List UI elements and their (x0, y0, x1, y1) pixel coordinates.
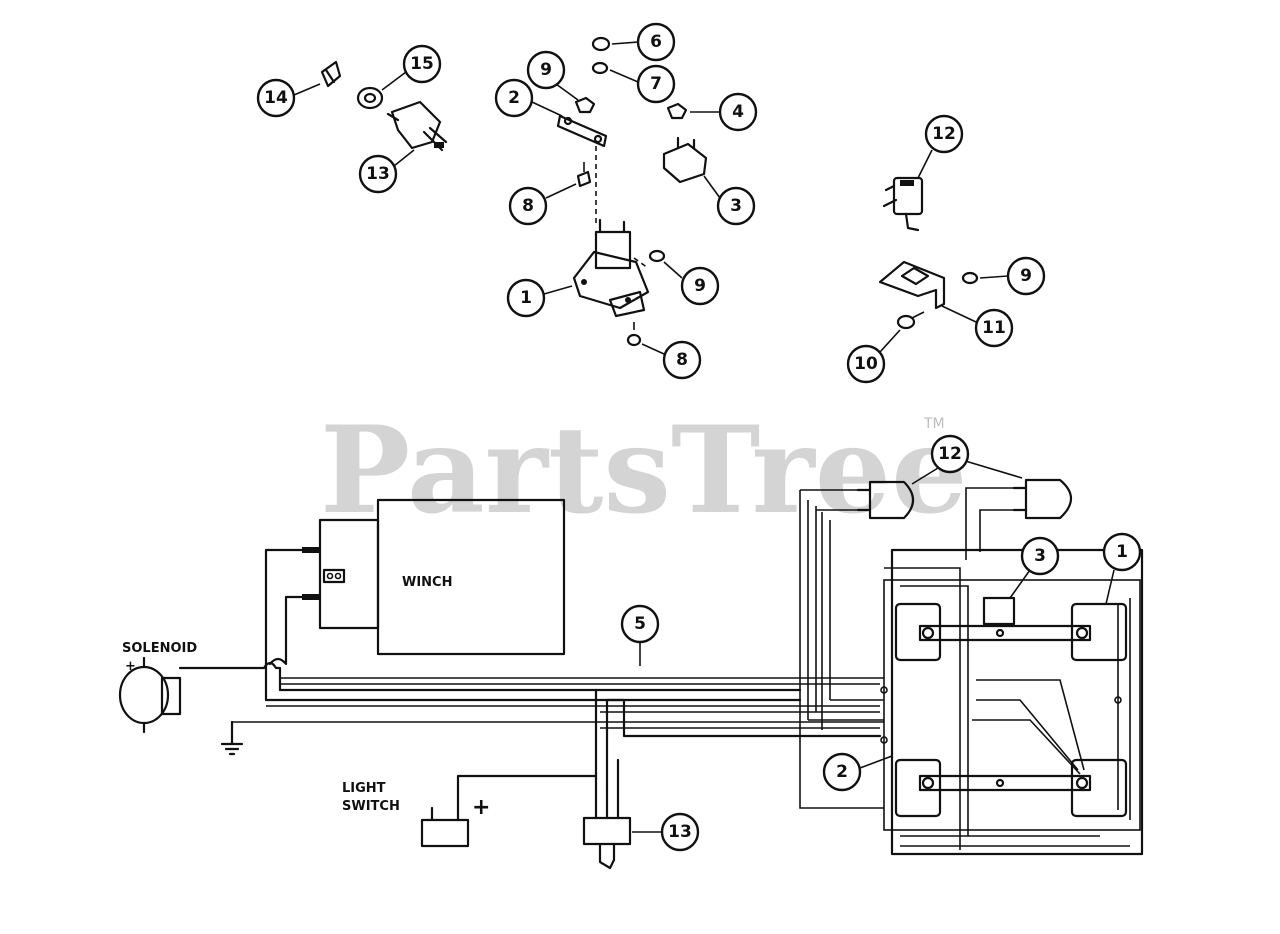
svg-text:5: 5 (634, 614, 646, 634)
wire-harness (178, 487, 1014, 810)
toggle-switch-13 (582, 782, 632, 870)
callout-3-bottom: 3 (1009, 536, 1060, 599)
svg-text:10: 10 (854, 354, 878, 374)
part-13-toggle-switch (386, 100, 448, 152)
winch-unit: WINCH (302, 498, 566, 656)
part-9-washer-mid (648, 249, 666, 263)
callout-13-top: 13 (358, 149, 415, 194)
part-2-link-plate (556, 114, 608, 148)
callout-3-top: 3 (703, 175, 756, 226)
solenoid-label: SOLENOID (122, 641, 197, 656)
svg-text:4: 4 (732, 102, 744, 122)
svg-text:14: 14 (264, 88, 288, 108)
callout-4: 4 (690, 92, 758, 132)
svg-text:2: 2 (836, 762, 848, 782)
svg-text:12: 12 (932, 124, 956, 144)
light-switch-label-line2: SWITCH (342, 799, 400, 814)
part-14-clip (320, 60, 342, 88)
svg-text:9: 9 (540, 60, 552, 80)
svg-text:8: 8 (676, 350, 688, 370)
control-panel (880, 548, 1144, 856)
callout-9-top: 9 (526, 50, 579, 101)
svg-text:12: 12 (938, 444, 962, 464)
part-1-solenoid (572, 218, 650, 318)
part-12-relay (882, 176, 924, 232)
callout-9-mid: 9 (663, 261, 720, 306)
winch-label: WINCH (402, 575, 452, 590)
part-8-screw-upper (576, 162, 592, 188)
callout-9-right: 9 (979, 256, 1046, 296)
svg-text:15: 15 (410, 54, 434, 74)
svg-text:9: 9 (1020, 266, 1032, 286)
svg-text:11: 11 (982, 318, 1006, 338)
svg-text:3: 3 (1034, 546, 1046, 566)
part-9-nut-top (574, 96, 596, 114)
part-15-ring (356, 86, 384, 110)
callout-8-top: 8 (508, 183, 577, 226)
callout-1-bottom: 1 (1102, 532, 1142, 605)
part-7-washer (591, 61, 609, 75)
svg-text:3: 3 (730, 196, 742, 216)
callout-12-bottom: 12 (911, 434, 1023, 485)
callout-2-bottom: 2 (822, 752, 893, 792)
callout-5: 5 (620, 604, 660, 666)
part-6-nut (591, 36, 611, 52)
svg-text:9: 9 (694, 276, 706, 296)
light-right (1012, 478, 1073, 520)
callout-11: 11 (941, 305, 1014, 348)
svg-text:7: 7 (650, 74, 662, 94)
callout-13-bottom: 13 (632, 812, 700, 852)
callout-8-bottom: 8 (641, 340, 702, 380)
callout-14: 14 (256, 78, 321, 118)
part-9-washer-right (961, 271, 979, 285)
callout-1-top: 1 (506, 278, 573, 318)
light-switch-plus: + (472, 795, 490, 820)
part-10-screw (896, 311, 925, 330)
callout-2-top: 2 (494, 78, 563, 118)
svg-text:8: 8 (522, 196, 534, 216)
callout-6: 6 (611, 22, 676, 62)
part-11-bracket (878, 260, 946, 310)
light-left (856, 480, 915, 520)
svg-text:1: 1 (1116, 542, 1128, 562)
callout-10: 10 (846, 329, 901, 384)
part-8-screw-lower (626, 322, 642, 347)
callout-15: 15 (381, 44, 442, 91)
solenoid-schematic: SOLENOID + (118, 641, 197, 734)
part-4-nut (666, 102, 688, 120)
svg-text:2: 2 (508, 88, 520, 108)
callout-12-top: 12 (917, 114, 964, 179)
svg-text:13: 13 (366, 164, 390, 184)
watermark-brand: PartsTree (320, 400, 967, 541)
watermark-trademark: TM (923, 416, 945, 432)
part-3-circuit-breaker (662, 136, 708, 184)
svg-text:1: 1 (520, 288, 532, 308)
solenoid-polarity: + (125, 659, 136, 674)
svg-text:6: 6 (650, 32, 662, 52)
callout-7: 7 (609, 64, 676, 104)
light-switch-label-line1: LIGHT (342, 781, 386, 796)
svg-text:13: 13 (668, 822, 692, 842)
ground-symbol (220, 720, 244, 756)
light-switch: LIGHT SWITCH + (342, 781, 490, 848)
